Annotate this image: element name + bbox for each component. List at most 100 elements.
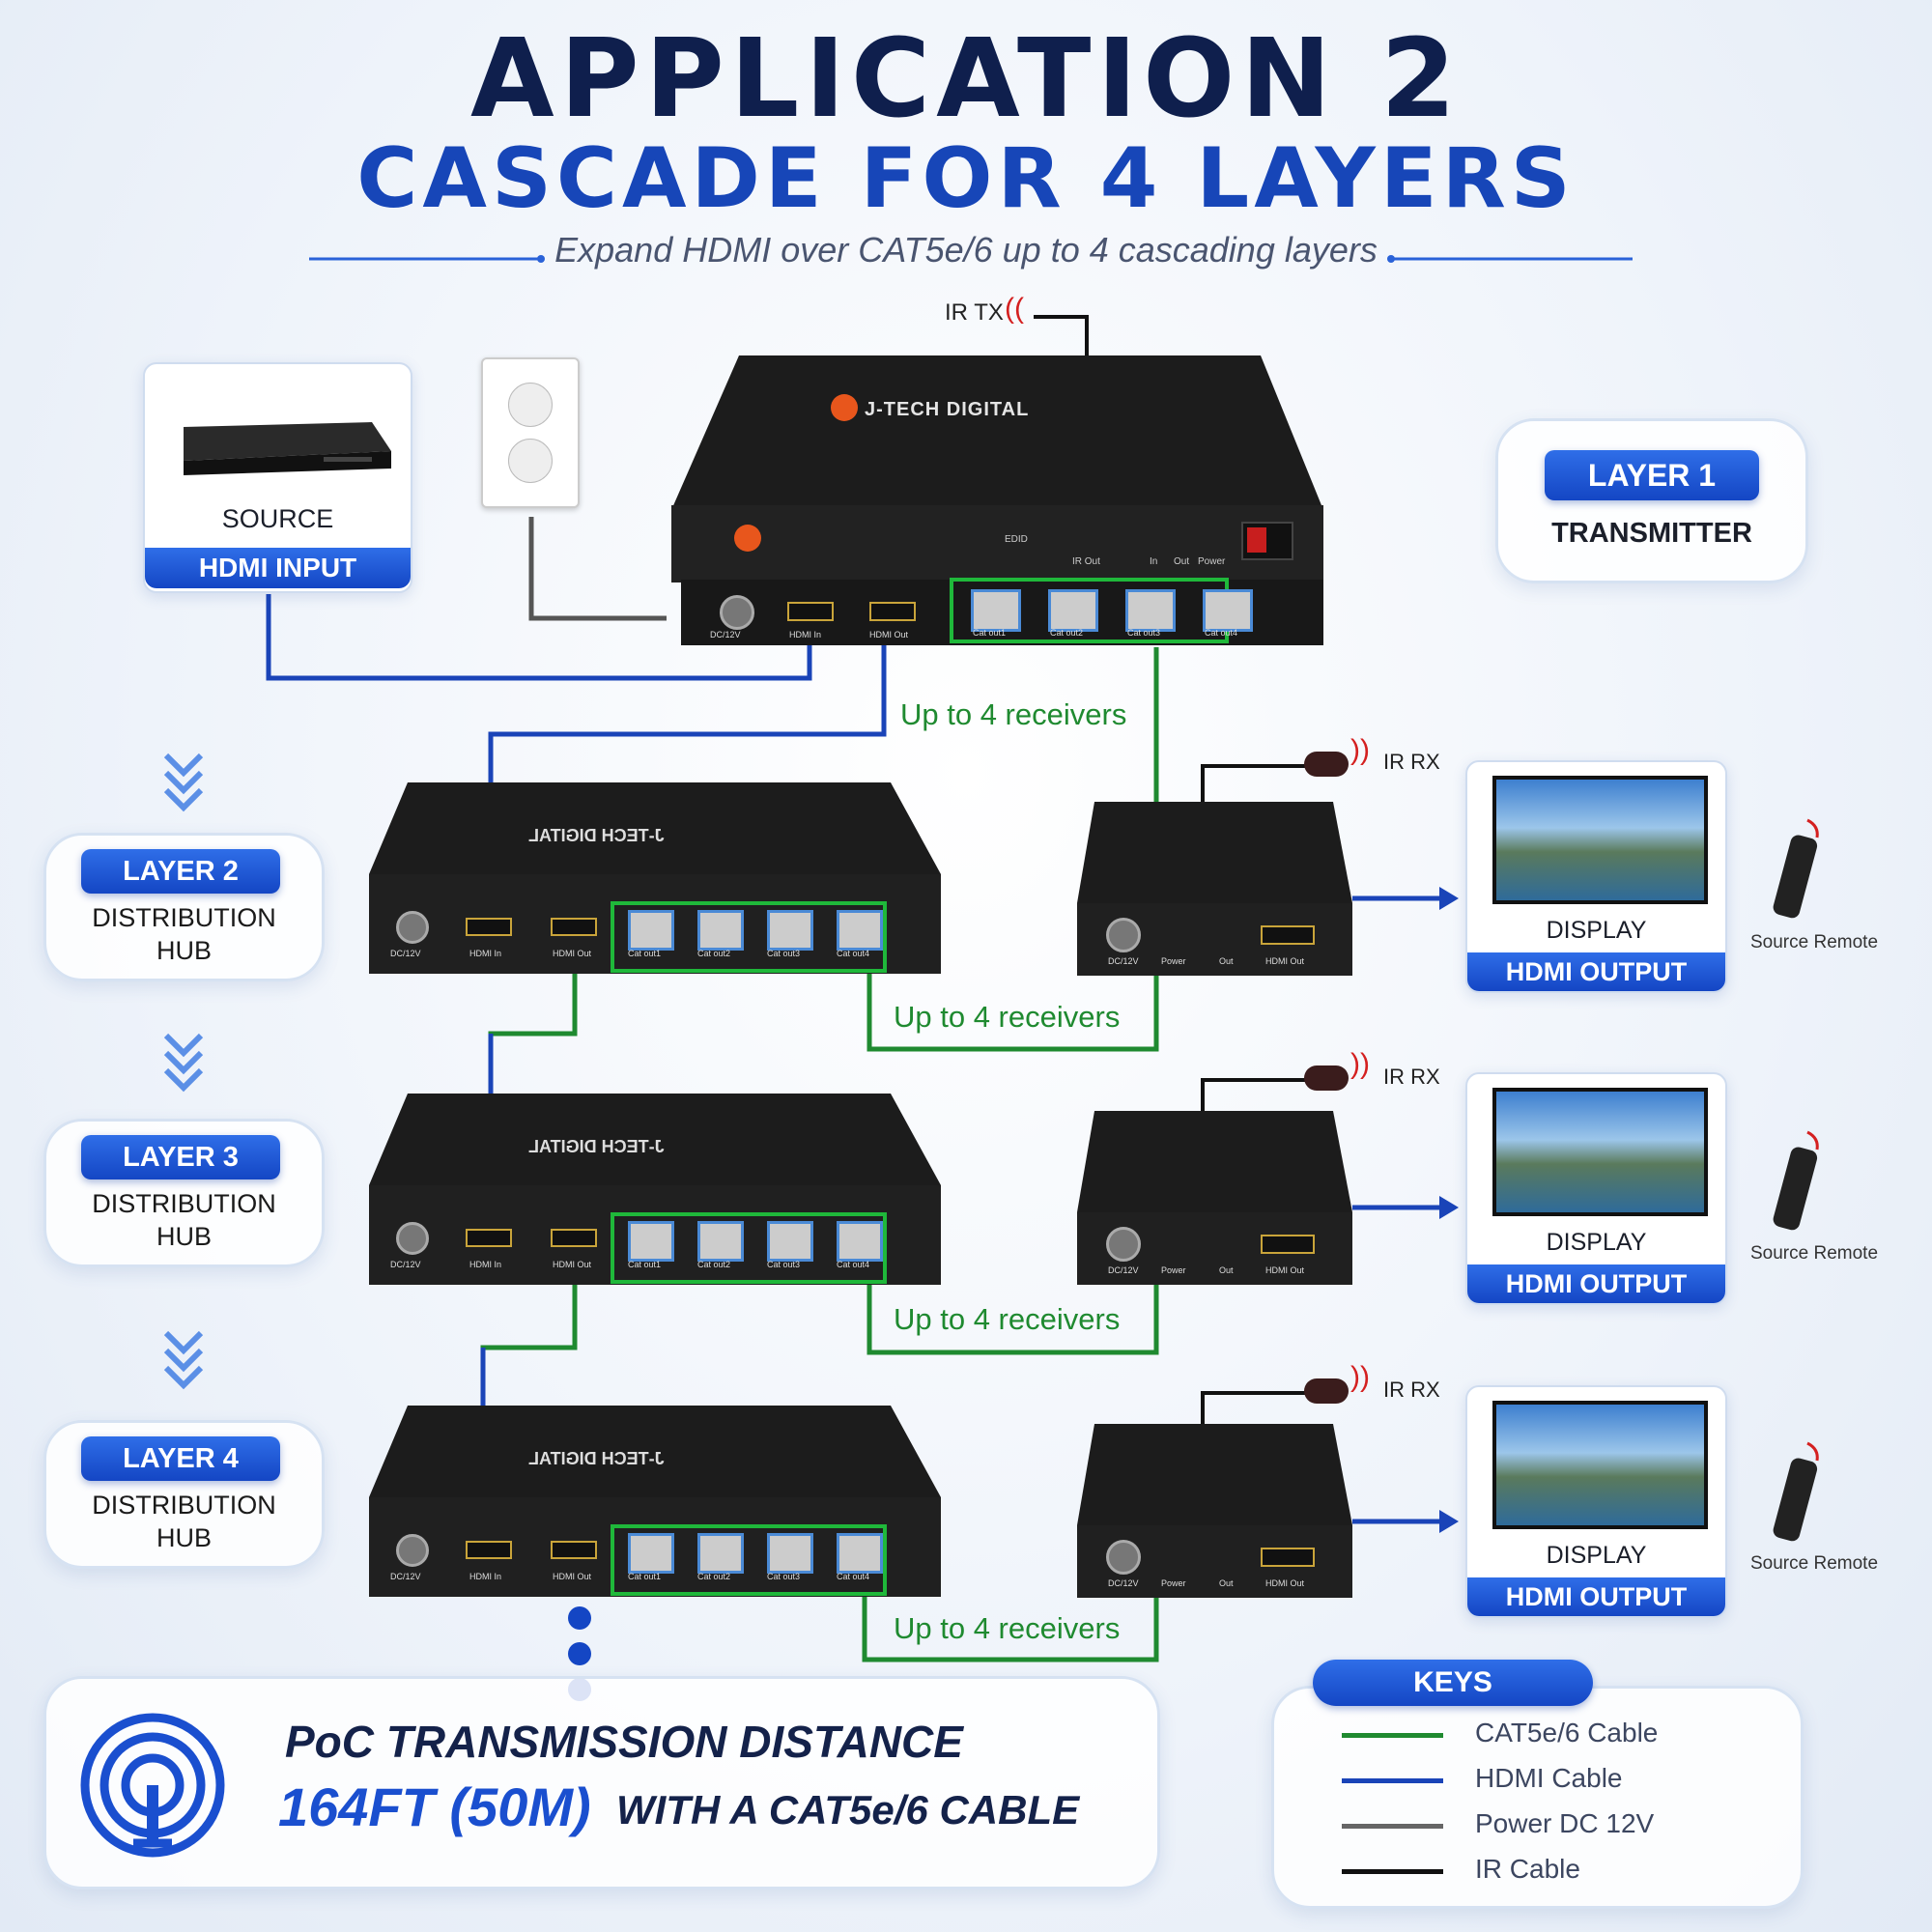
port-label: DC/12V bbox=[390, 949, 421, 958]
port-label: HDMI Out bbox=[553, 1260, 592, 1269]
layer1-name: TRANSMITTER bbox=[1551, 518, 1752, 549]
layer3-badge: LAYER 3 bbox=[81, 1135, 280, 1179]
dc-port-icon bbox=[1106, 918, 1141, 952]
hdmi-out-port bbox=[1261, 1548, 1315, 1567]
key-swatch-ir bbox=[1342, 1869, 1443, 1874]
hdmi-out-port bbox=[1261, 1235, 1315, 1254]
port-label: HDMI Out bbox=[1265, 1578, 1305, 1588]
hdmi-output-bar: HDMI OUTPUT bbox=[1467, 952, 1725, 991]
port-label: DC/12V bbox=[710, 630, 741, 639]
key-label-cat: CAT5e/6 Cable bbox=[1475, 1718, 1659, 1747]
dvd-player-icon bbox=[184, 422, 391, 475]
layer2-line2: HUB bbox=[156, 936, 212, 965]
cat-port-1 bbox=[971, 589, 1021, 632]
in-label: In bbox=[1150, 556, 1158, 567]
port-label: HDMI In bbox=[789, 630, 822, 639]
key-swatch-power bbox=[1342, 1824, 1443, 1829]
source-remote-label: Source Remote bbox=[1750, 1553, 1879, 1574]
hub-device-layer4: J-TECH DIGITAL DC/12V HDMI In HDMI Out C… bbox=[369, 1406, 941, 1597]
layer3-card: LAYER 3 DISTRIBUTION HUB bbox=[43, 1119, 325, 1267]
dc-port-icon bbox=[1106, 1227, 1141, 1262]
chevron-down-icon bbox=[163, 753, 204, 1390]
tx-receivers-label: Up to 4 receivers bbox=[900, 697, 1127, 731]
layer2-line1: DISTRIBUTION bbox=[92, 903, 276, 932]
edid-label: EDID bbox=[1005, 534, 1028, 545]
keys-panel: KEYS CAT5e/6 Cable HDMI Cable Power DC 1… bbox=[1271, 1660, 1804, 1909]
hdmi-out-port bbox=[869, 602, 916, 621]
cat-port-1 bbox=[628, 1221, 674, 1262]
port-label: DC/12V bbox=[1108, 956, 1139, 966]
display-card-1: DISPLAY HDMI OUTPUT bbox=[1465, 760, 1727, 993]
port-label: Power bbox=[1161, 1265, 1186, 1275]
port-label: Out bbox=[1219, 956, 1234, 966]
cat-port-3 bbox=[767, 1533, 813, 1574]
ir-sensor-icon bbox=[1304, 752, 1349, 777]
remote-control-icon bbox=[1773, 818, 1819, 919]
hdmi-input-bar: HDMI INPUT bbox=[145, 548, 411, 588]
cat-port-4 bbox=[837, 1533, 883, 1574]
cat-port-4 bbox=[1203, 589, 1253, 632]
port-label: HDMI Out bbox=[1265, 1265, 1305, 1275]
port-label: Cat out3 bbox=[767, 1260, 801, 1269]
source-label: SOURCE bbox=[221, 504, 334, 533]
ir-sensor-icon bbox=[1304, 1378, 1349, 1404]
ir-signal-icon: )) bbox=[1350, 1361, 1370, 1393]
cat-port-2 bbox=[697, 1533, 744, 1574]
dc-port-icon bbox=[396, 911, 429, 944]
port-label: HDMI In bbox=[469, 1572, 502, 1581]
cat-port-4 bbox=[837, 1221, 883, 1262]
transmitter-device: J-TECH DIGITAL EDID IR Out In Out Power … bbox=[671, 355, 1323, 645]
layer1-badge: LAYER 1 bbox=[1545, 450, 1759, 500]
cat-port-2 bbox=[697, 910, 744, 951]
brand-logo-icon bbox=[734, 525, 761, 552]
port-label: Power bbox=[1161, 1578, 1186, 1588]
receiver-device-2: DC/12V Power Out HDMI Out bbox=[1077, 1111, 1352, 1285]
tv-screen-icon bbox=[1492, 1088, 1708, 1216]
cat-port-4 bbox=[837, 910, 883, 951]
cat-port-3 bbox=[767, 1221, 813, 1262]
port-label: Out bbox=[1219, 1578, 1234, 1588]
hub-brand: J-TECH DIGITAL bbox=[528, 826, 665, 845]
keys-title: KEYS bbox=[1313, 1660, 1593, 1706]
cat-cable-layer3 bbox=[867, 1280, 1159, 1355]
port-label: Cat out2 bbox=[697, 1260, 731, 1269]
hdmi-output-bar: HDMI OUTPUT bbox=[1467, 1264, 1725, 1303]
port-label: DC/12V bbox=[1108, 1265, 1139, 1275]
port-label: Cat out2 bbox=[697, 949, 731, 958]
key-swatch-hdmi bbox=[1342, 1778, 1443, 1783]
power-switch[interactable] bbox=[1241, 522, 1293, 560]
display-label: DISPLAY bbox=[1546, 1229, 1647, 1256]
poc-distance: 164FT (50M) bbox=[278, 1776, 591, 1837]
ir-rx-label: IR RX bbox=[1383, 750, 1440, 774]
wall-outlet-icon bbox=[481, 357, 580, 508]
port-label: Cat out4 bbox=[837, 1260, 870, 1269]
ir-rx-label: IR RX bbox=[1383, 1065, 1440, 1089]
tagline: Expand HDMI over CAT5e/6 up to 4 cascadi… bbox=[554, 230, 1378, 270]
layer2-receivers-label: Up to 4 receivers bbox=[894, 1000, 1121, 1034]
ir-tx-label: IR TX bbox=[945, 299, 1004, 326]
display-label: DISPLAY bbox=[1546, 1542, 1647, 1569]
layer4-receivers-label: Up to 4 receivers bbox=[894, 1611, 1121, 1645]
page-title: APPLICATION 2 bbox=[469, 16, 1462, 142]
signal-tower-icon bbox=[80, 1713, 225, 1858]
tx-brand: J-TECH DIGITAL bbox=[865, 399, 1030, 420]
key-label-hdmi: HDMI Cable bbox=[1475, 1763, 1623, 1793]
poc-line1: PoC TRANSMISSION DISTANCE bbox=[285, 1717, 963, 1767]
layer4-card: LAYER 4 DISTRIBUTION HUB bbox=[43, 1420, 325, 1569]
hdmi-output-bar: HDMI OUTPUT bbox=[1467, 1577, 1725, 1616]
ir-signal-icon: (( bbox=[1005, 293, 1024, 325]
hdmi-cable-source bbox=[266, 594, 812, 681]
layer3-line2: HUB bbox=[156, 1222, 212, 1251]
hdmi-out-port bbox=[551, 1229, 597, 1247]
port-label: DC/12V bbox=[1108, 1578, 1139, 1588]
hdmi-in-port bbox=[466, 1541, 512, 1559]
display-card-3: DISPLAY HDMI OUTPUT bbox=[1465, 1385, 1727, 1618]
remote-control-icon bbox=[1773, 1130, 1819, 1231]
power-cable bbox=[528, 517, 667, 621]
ir-signal-icon: )) bbox=[1350, 734, 1370, 766]
hub-brand: J-TECH DIGITAL bbox=[528, 1449, 665, 1468]
display-card-2: DISPLAY HDMI OUTPUT bbox=[1465, 1072, 1727, 1305]
port-label: Cat out3 bbox=[767, 1572, 801, 1581]
port-label: HDMI Out bbox=[1265, 956, 1305, 966]
port-label: HDMI Out bbox=[869, 630, 909, 639]
